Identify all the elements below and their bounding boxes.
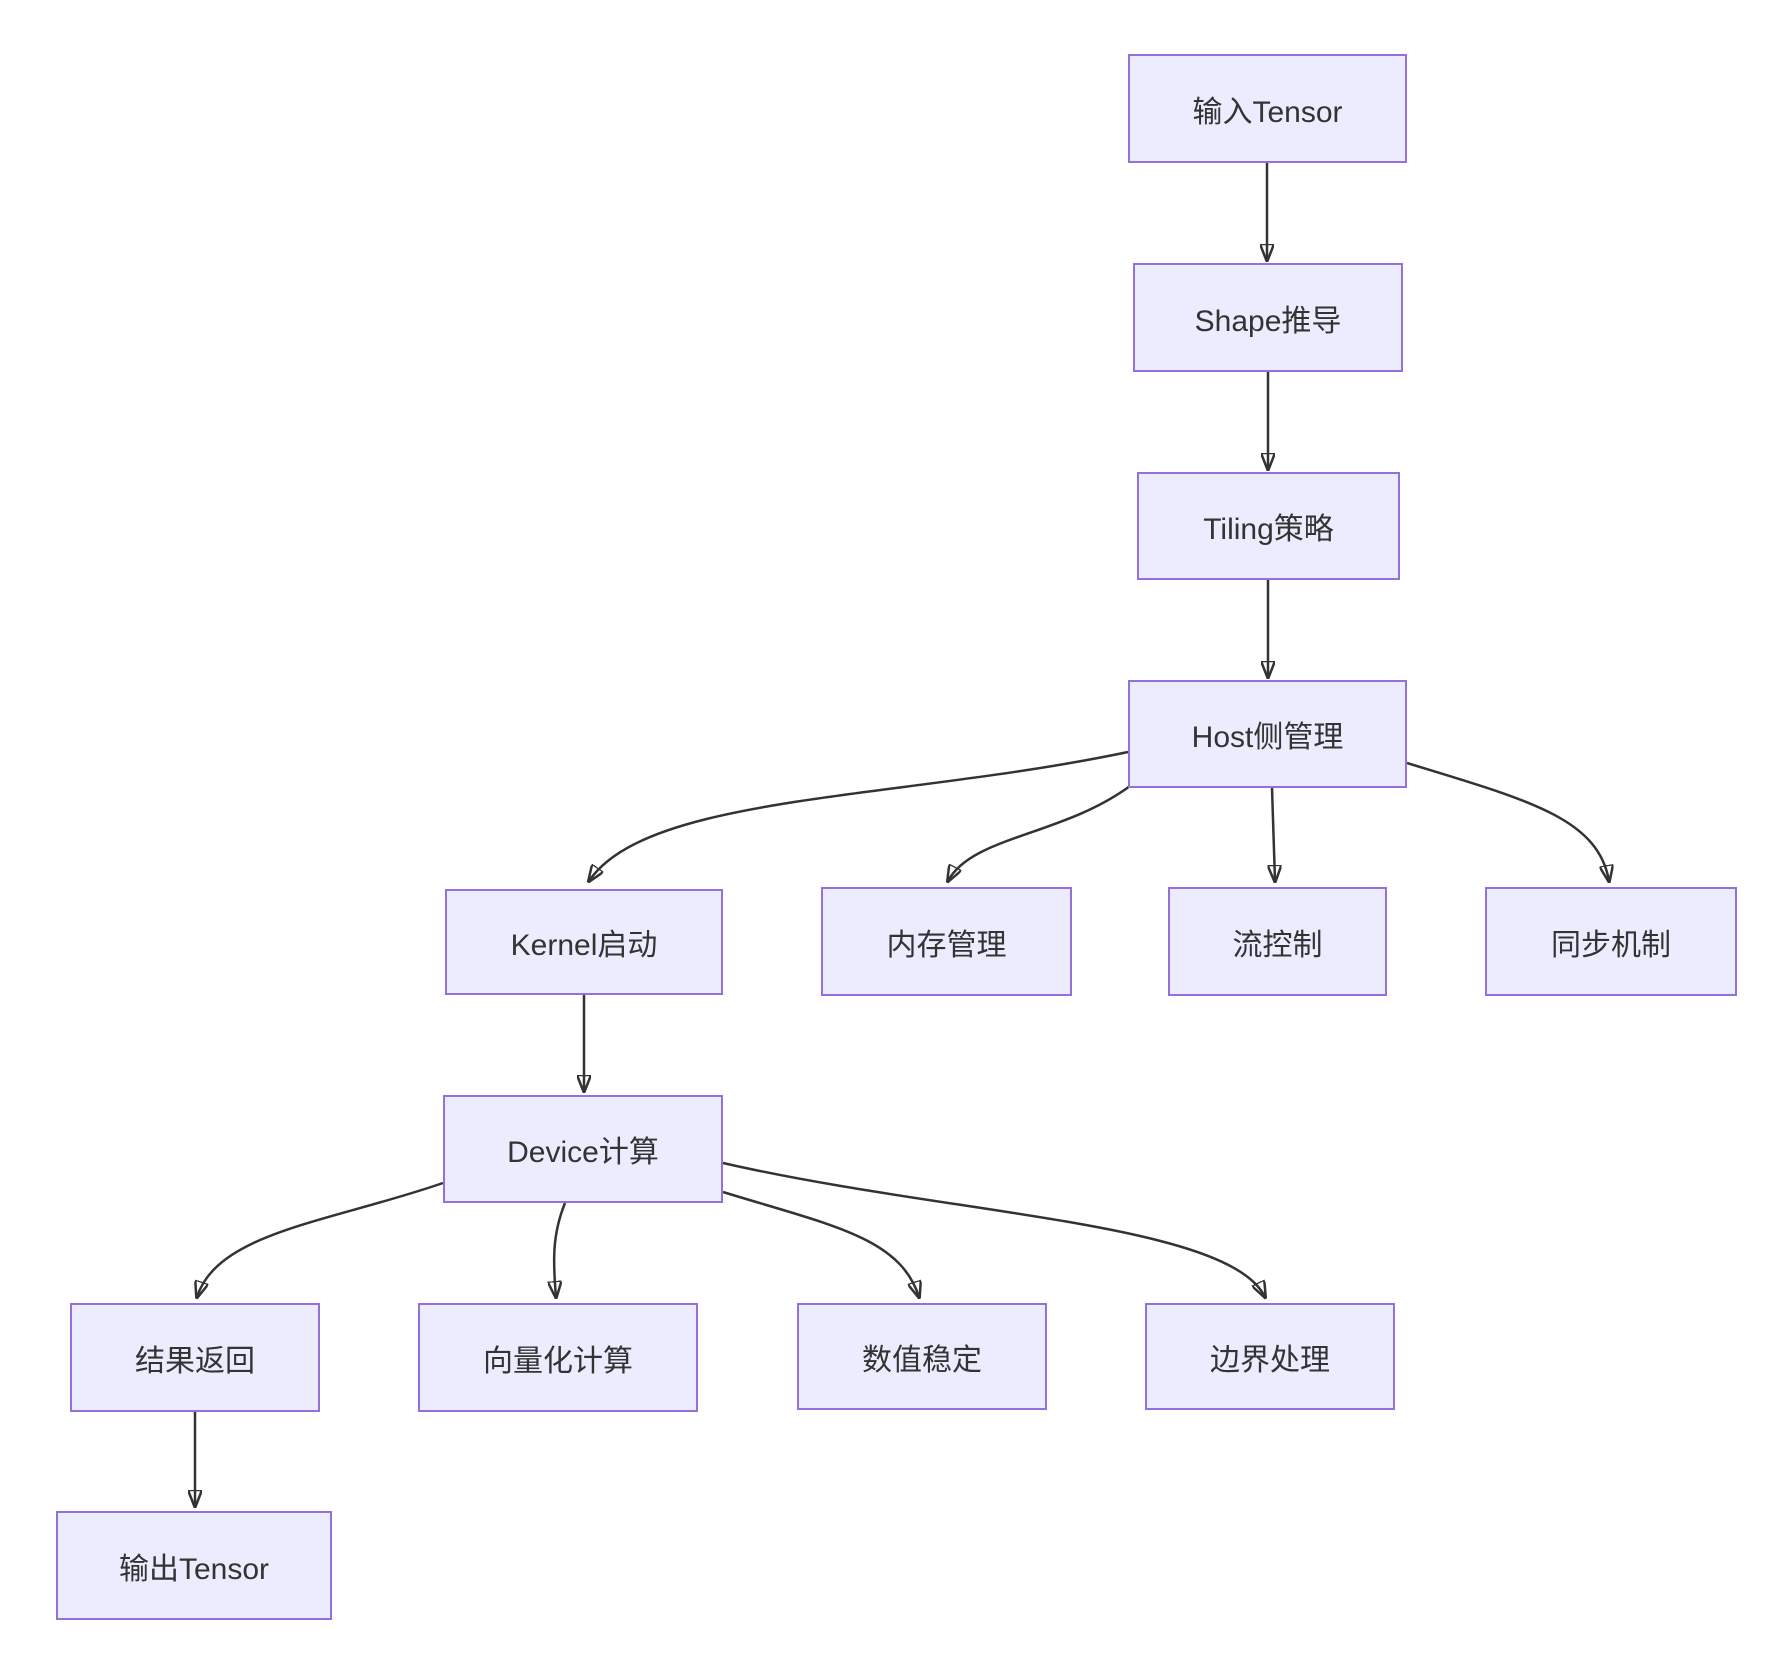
node-result-return: 结果返回 xyxy=(70,1303,320,1412)
node-host-management: Host侧管理 xyxy=(1128,680,1407,788)
node-numerical-stability: 数值稳定 xyxy=(797,1303,1047,1410)
edge-device-to-result xyxy=(197,1181,444,1297)
node-stream-control: 流控制 xyxy=(1168,887,1387,996)
edge-host-to-stream xyxy=(1272,787,1275,881)
edge-device-to-boundary xyxy=(722,1161,1265,1297)
node-kernel-launch: Kernel启动 xyxy=(445,889,723,995)
node-memory-management: 内存管理 xyxy=(821,887,1072,996)
edge-device-to-numeric xyxy=(722,1190,919,1297)
node-sync-mechanism: 同步机制 xyxy=(1485,887,1737,996)
node-tiling-strategy: Tiling策略 xyxy=(1137,472,1400,580)
node-output-tensor: 输出Tensor xyxy=(56,1511,332,1620)
node-input-tensor: 输入Tensor xyxy=(1128,54,1407,163)
edge-host-to-memory xyxy=(948,784,1131,881)
node-device-compute: Device计算 xyxy=(443,1095,723,1203)
node-vectorized-compute: 向量化计算 xyxy=(418,1303,698,1412)
node-shape-inference: Shape推导 xyxy=(1133,263,1403,372)
edge-host-to-kernel xyxy=(589,750,1129,881)
edge-host-to-sync xyxy=(1406,761,1609,881)
node-boundary-handling: 边界处理 xyxy=(1145,1303,1395,1410)
edge-device-to-vector xyxy=(554,1202,567,1297)
